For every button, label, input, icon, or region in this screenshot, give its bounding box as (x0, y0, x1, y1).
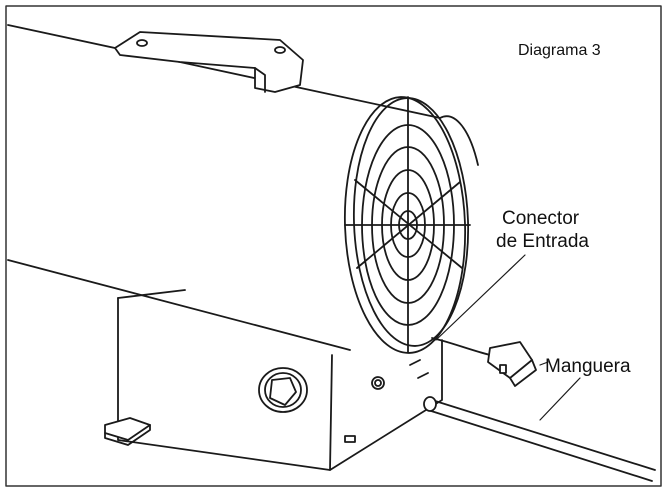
frame-border (5, 5, 662, 487)
control-knob (258, 367, 308, 413)
connector-label-line2: de Entrada (496, 231, 589, 252)
gas-hose (423, 396, 656, 482)
base-housing (104, 289, 443, 471)
hose-label: Manguera (545, 356, 631, 377)
carry-handle (114, 31, 304, 93)
cord-leader-line (539, 361, 549, 366)
power-cord (431, 337, 537, 387)
connector-leader-line (435, 254, 526, 341)
heater-cylinder (7, 24, 479, 351)
fan-grille (343, 96, 471, 354)
hose-leader-line (539, 377, 581, 421)
diagram-title: Diagrama 3 (518, 42, 601, 59)
reset-button (371, 376, 385, 390)
connector-label-line1: Conector (502, 208, 580, 229)
